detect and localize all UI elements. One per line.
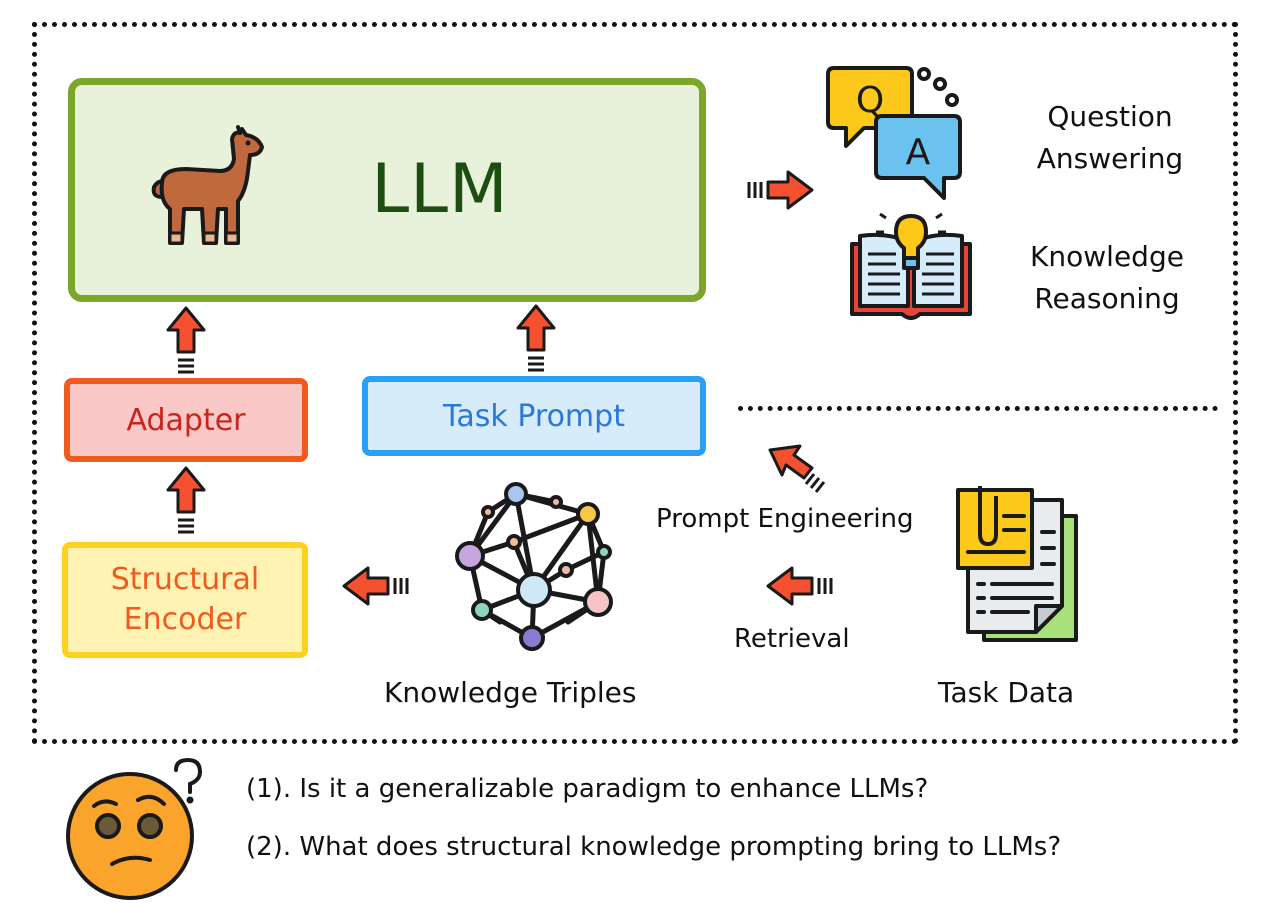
retrieval-label: Retrieval [734,624,850,654]
q-bubble-text: Q [856,80,884,121]
qa-label: Question Answering [1030,96,1190,180]
arrow-icon [516,304,556,372]
question-1: (1). Is it a generalizable paradigm to e… [246,774,929,804]
kr-label: Knowledge Reasoning [1022,236,1192,320]
kr-label-line1: Knowledge [1030,240,1184,273]
dotted-divider [738,406,1218,411]
llm-title: LLM [371,150,509,229]
kr-label-line2: Reasoning [1034,282,1180,315]
qa-label-line2: Answering [1036,142,1184,175]
task-data-label: Task Data [938,676,1075,709]
question-2: (2). What does structural knowledge prom… [246,832,1062,862]
question-answer-bubbles-icon: Q A [826,66,962,200]
knowledge-triples-label: Knowledge Triples [384,676,637,709]
arrow-icon [766,566,833,606]
outer-dotted-frame [32,22,1238,744]
thinking-face-icon [66,757,203,900]
qa-label-line1: Question [1047,100,1173,133]
task-prompt-box: Task Prompt [362,376,706,456]
open-book-lightbulb-icon [850,212,972,320]
knowledge-graph-icon [455,482,613,651]
arrow-icon [166,306,206,374]
arrow-icon [342,566,409,606]
arrow-icon [768,444,826,493]
adapter-box: Adapter [64,378,308,462]
a-bubble-text: A [906,132,931,173]
arrow-icon [747,170,814,210]
arrow-icon [166,466,206,534]
structural-encoder-line2: Encoder [123,602,247,637]
structural-encoder-line1: Structural [110,561,260,597]
llama-icon [151,125,264,245]
documents-icon [956,486,1078,642]
structural-encoder-box: Structural Encoder [62,542,308,658]
prompt-engineering-label: Prompt Engineering [656,504,914,534]
